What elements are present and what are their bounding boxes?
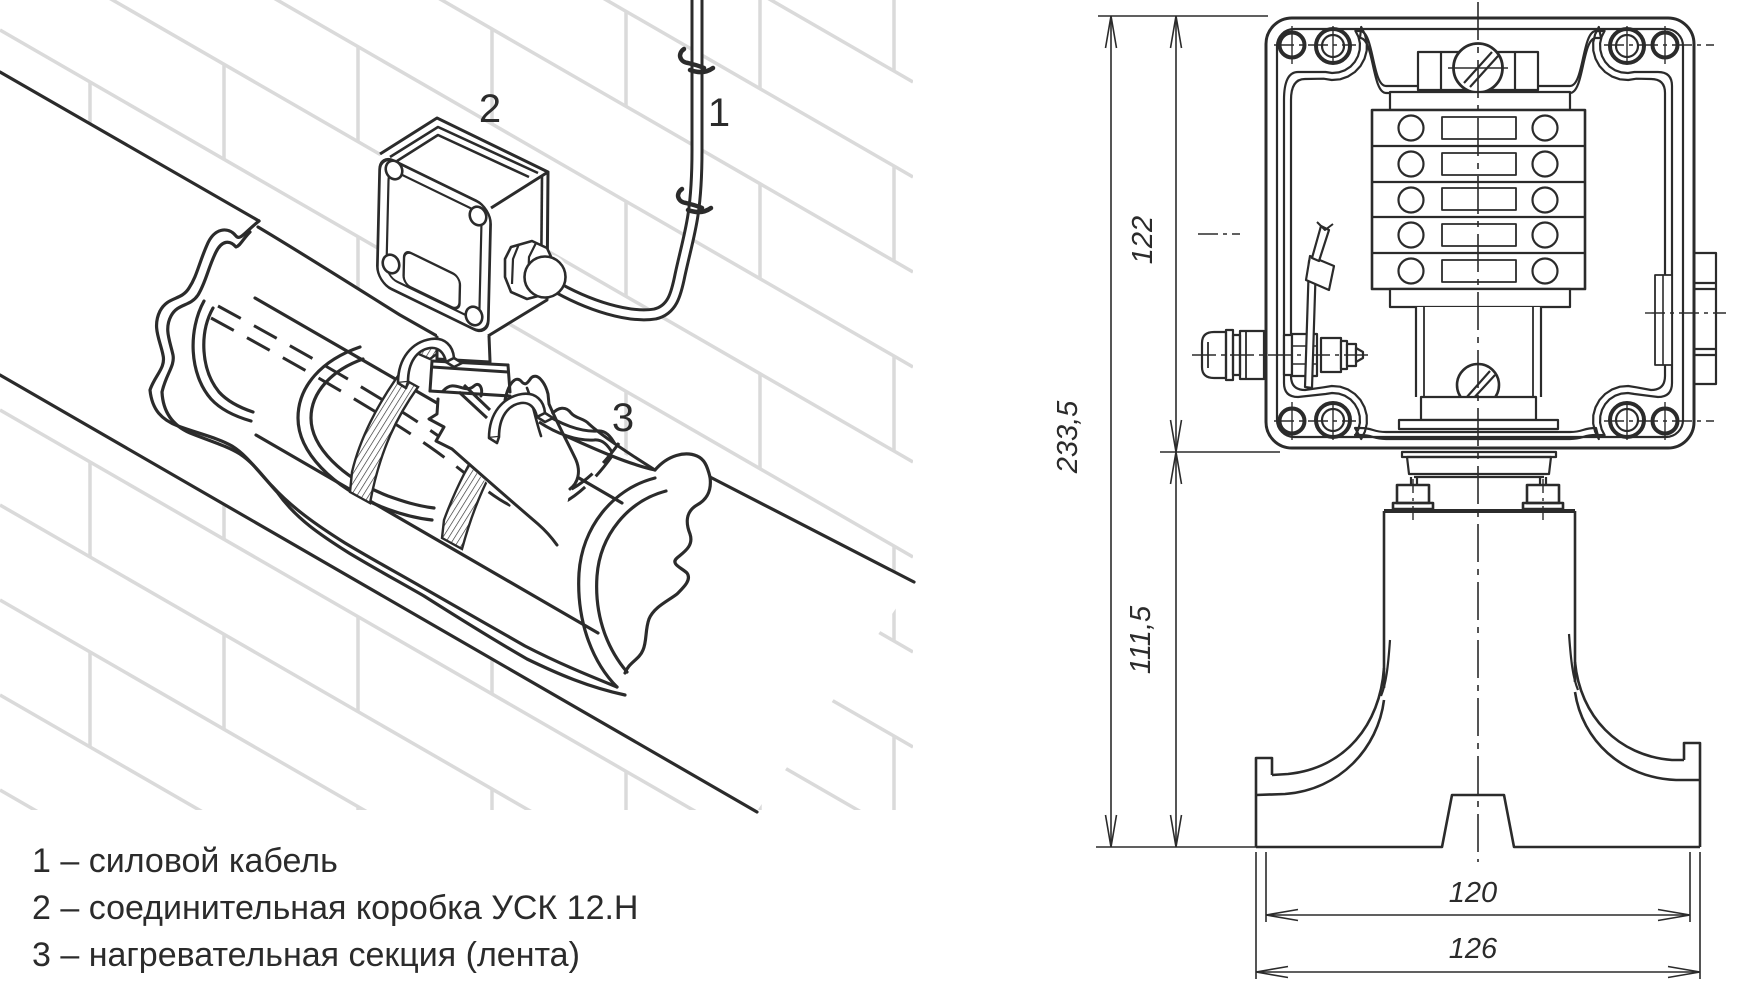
svg-text:3: 3: [612, 396, 634, 440]
svg-text:120: 120: [1449, 877, 1497, 909]
svg-text:122: 122: [1127, 216, 1159, 264]
svg-text:3 – нагревательная секция (лен: 3 – нагревательная секция (лента): [32, 936, 580, 974]
svg-text:233,5: 233,5: [1052, 400, 1084, 474]
svg-text:111,5: 111,5: [1125, 605, 1157, 674]
svg-text:1: 1: [708, 91, 730, 135]
svg-text:2 – соединительная коробка УСК: 2 – соединительная коробка УСК 12.Н: [32, 889, 639, 927]
svg-text:126: 126: [1449, 933, 1498, 965]
svg-text:1 – силовой кабель: 1 – силовой кабель: [32, 842, 338, 880]
svg-text:2: 2: [479, 87, 501, 131]
